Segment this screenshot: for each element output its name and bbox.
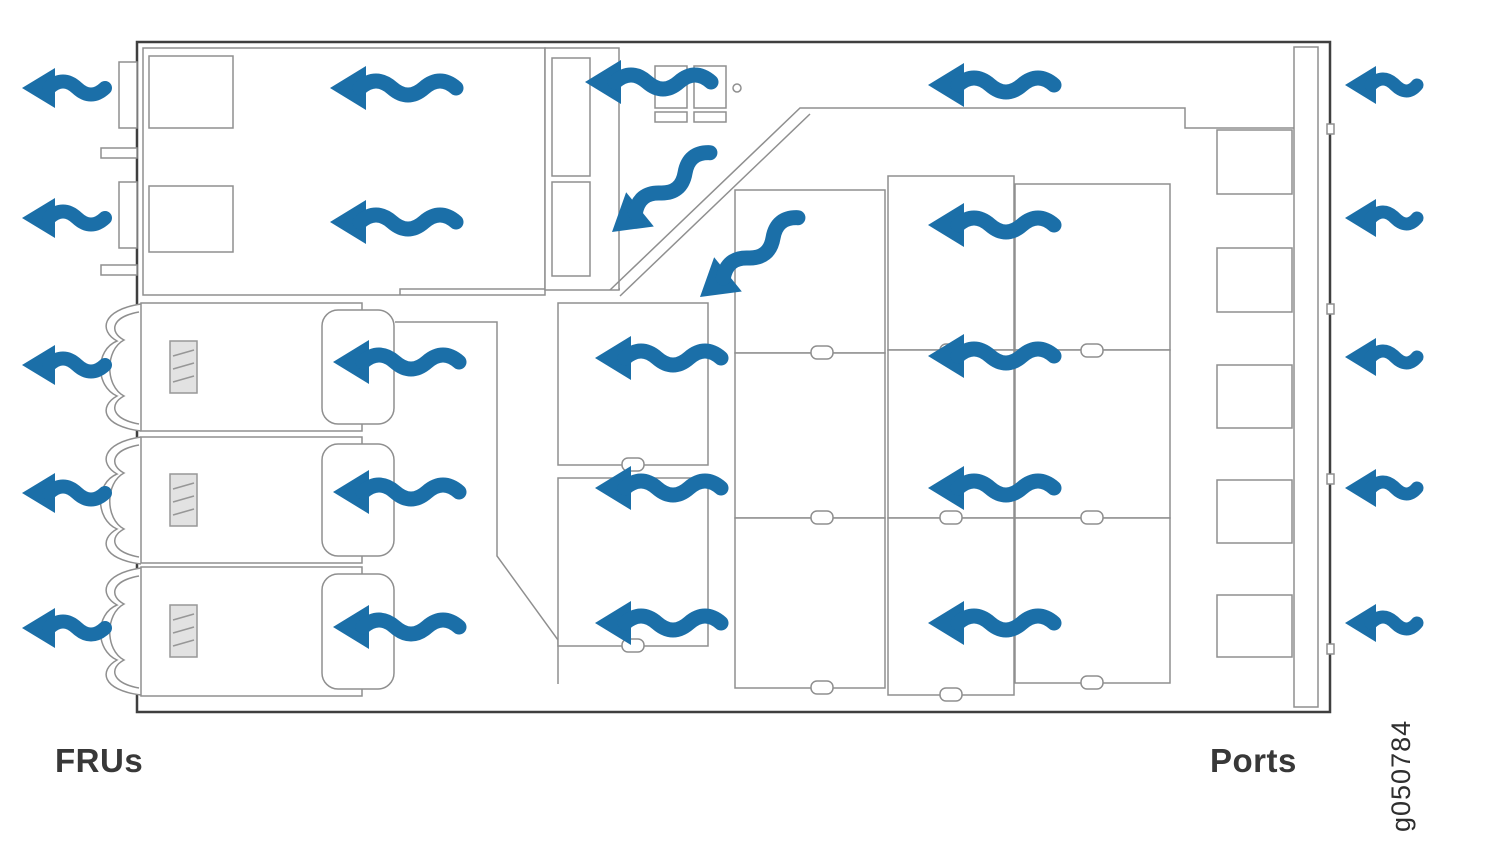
airflow-arrow-icon (1345, 604, 1417, 642)
airflow-arrow-icon (1345, 66, 1417, 104)
airflow-arrow-icon (22, 198, 105, 238)
figure-id-label: g050784 (1386, 719, 1416, 832)
fan-blade-icon (169, 604, 198, 658)
fan-module-3 (99, 566, 395, 697)
front-panel-strip (1293, 46, 1319, 708)
rear-panel-tabs (100, 61, 138, 276)
airflow-arrow-icon (22, 608, 105, 648)
module-blocks (557, 175, 1171, 702)
fan-blade-icon (169, 473, 198, 527)
port-blocks (1216, 129, 1293, 658)
board-edge (395, 107, 1294, 684)
frus-label: FRUs (55, 742, 144, 779)
airflow-arrow-icon (22, 345, 105, 385)
ports-label: Ports (1210, 742, 1297, 779)
airflow-arrow-icon (22, 68, 105, 108)
psu-assembly (142, 47, 620, 296)
airflow-arrow-icon (22, 473, 105, 513)
airflow-arrow-icon (1345, 199, 1417, 237)
airflow-arrow-icon (1345, 469, 1417, 507)
airflow-arrow-icon (1345, 338, 1417, 376)
fan-blade-icon (169, 340, 198, 394)
